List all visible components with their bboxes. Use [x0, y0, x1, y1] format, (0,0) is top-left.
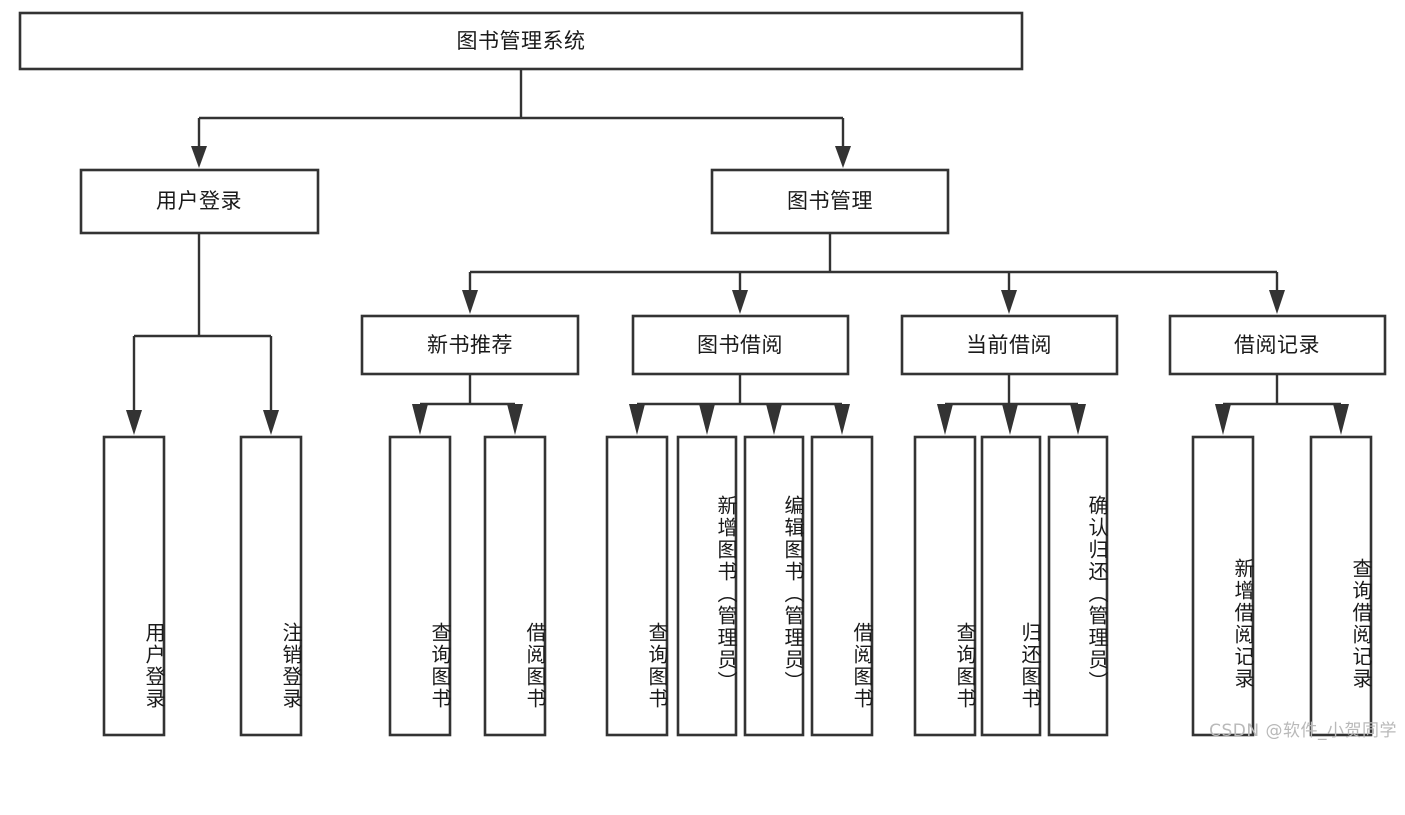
- node-current-borrow-label: 当前借阅: [966, 333, 1052, 357]
- connector-newbook-to-leaves: [412, 374, 523, 435]
- node-root[interactable]: 图书管理系统: [18, 11, 1024, 71]
- node-borrow-record[interactable]: 借阅记录: [1168, 314, 1387, 376]
- watermark-text: CSDN @软件_小贺同学: [1209, 721, 1397, 741]
- leaf-box-query-book-2[interactable]: [605, 435, 669, 737]
- leaf-box-borrow-book-1[interactable]: [483, 435, 547, 737]
- leaf-box-logout[interactable]: [239, 435, 303, 737]
- node-root-label: 图书管理系统: [457, 29, 586, 53]
- leaf-box-edit-book-admin[interactable]: [743, 435, 805, 737]
- connector-bookborrow-to-leaves: [629, 374, 850, 435]
- leaf-box-query-borrow-record[interactable]: [1309, 435, 1373, 737]
- leaf-box-confirm-return-admin[interactable]: [1047, 435, 1109, 737]
- leaf-box-query-book-3[interactable]: [913, 435, 977, 737]
- connector-borrowrecord-to-leaves: [1215, 374, 1349, 435]
- leaf-box-return-book[interactable]: [980, 435, 1042, 737]
- node-book-management[interactable]: 图书管理: [710, 168, 950, 235]
- diagram-canvas: 图书管理系统 用户登录 图书管理 新书推荐 图书借阅 当前借阅 借阅记录: [18, 11, 1387, 737]
- functional-structure-diagram: 图书管理系统 用户登录 图书管理 新书推荐 图书借阅 当前借阅 借阅记录: [18, 11, 1397, 741]
- connector-currentborrow-to-leaves: [937, 374, 1086, 435]
- node-user-login[interactable]: 用户登录: [79, 168, 320, 235]
- node-current-borrow[interactable]: 当前借阅: [900, 314, 1119, 376]
- leaf-box-add-borrow-record[interactable]: [1191, 435, 1255, 737]
- connector-user-login-to-leaves: [126, 233, 279, 435]
- node-book-borrow[interactable]: 图书借阅: [631, 314, 850, 376]
- leaf-box-borrow-book-2[interactable]: [810, 435, 874, 737]
- leaf-box-query-book-1[interactable]: [388, 435, 452, 737]
- node-borrow-record-label: 借阅记录: [1234, 333, 1320, 357]
- node-user-login-label: 用户登录: [156, 189, 242, 213]
- node-book-borrow-label: 图书借阅: [697, 333, 783, 357]
- leaf-box-add-book-admin[interactable]: [676, 435, 738, 737]
- connector-book-mgmt-to-level3: [462, 233, 1285, 314]
- leaf-box-user-login[interactable]: [102, 435, 166, 737]
- node-new-book-recommend-label: 新书推荐: [427, 333, 513, 357]
- node-new-book-recommend[interactable]: 新书推荐: [360, 314, 580, 376]
- connector-root-to-level2: [191, 69, 851, 168]
- node-book-management-label: 图书管理: [787, 189, 873, 213]
